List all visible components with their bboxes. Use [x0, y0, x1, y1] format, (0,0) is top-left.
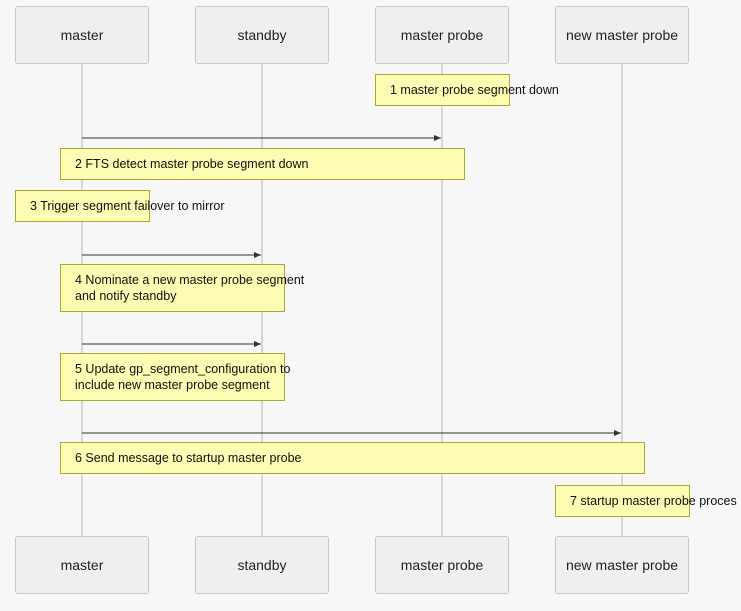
actor-label: master probe [400, 27, 484, 43]
actor-new-master-probe-bottom: new master probe [555, 536, 689, 594]
actor-master-probe-top: master probe [375, 6, 509, 64]
note-text-line-1: 5 Update gp_segment_configuration to [75, 362, 291, 376]
note-5: 5 Update gp_segment_configuration to inc… [60, 353, 291, 401]
note-7: 7 startup master probe proces [555, 485, 737, 517]
actor-label: master probe [400, 557, 484, 573]
note-1: 1 master probe segment down [375, 74, 559, 106]
note-3: 3 Trigger segment failover to mirror [15, 190, 225, 222]
actor-label: standby [237, 27, 287, 43]
actor-standby-bottom: standby [195, 536, 329, 594]
note-text: 6 Send message to startup master probe [75, 451, 302, 465]
note-text: 3 Trigger segment failover to mirror [30, 199, 225, 213]
note-text-line-2: include new master probe segment [75, 378, 270, 392]
note-2: 2 FTS detect master probe segment down [60, 148, 465, 180]
actor-standby-top: standby [195, 6, 329, 64]
note-text: 7 startup master probe proces [570, 494, 737, 508]
actor-label: new master probe [565, 557, 679, 573]
note-text-line-2: and notify standby [75, 289, 177, 303]
note-4: 4 Nominate a new master probe segment an… [60, 264, 305, 312]
actor-label: new master probe [565, 27, 679, 43]
actor-label: master [60, 557, 104, 573]
actor-master-bottom: master [15, 536, 149, 594]
note-6: 6 Send message to startup master probe [60, 442, 645, 474]
actor-master-top: master [15, 6, 149, 64]
actor-label: standby [237, 557, 287, 573]
note-text-line-1: 4 Nominate a new master probe segment [75, 273, 305, 287]
actor-label: master [60, 27, 104, 43]
note-text: 2 FTS detect master probe segment down [75, 157, 309, 171]
note-text: 1 master probe segment down [390, 83, 559, 97]
actor-new-master-probe-top: new master probe [555, 6, 689, 64]
actor-master-probe-bottom: master probe [375, 536, 509, 594]
